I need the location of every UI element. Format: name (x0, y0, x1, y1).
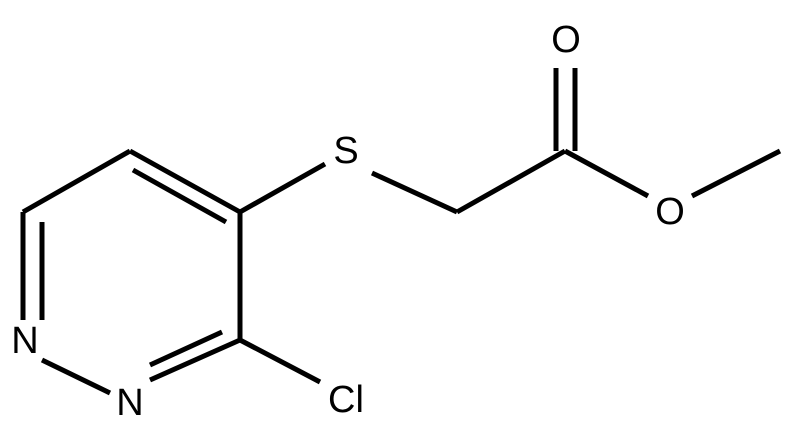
bond-c3-cl (238, 337, 322, 385)
bond-ch2-carbonyl (455, 148, 567, 215)
atom-label-sulfur: S (333, 130, 358, 172)
bond-c5-c4-inner (131, 167, 228, 225)
bond-n2-c3 (148, 337, 242, 383)
atom-label-n-upper: N (11, 320, 38, 362)
atom-label-n-lower: N (116, 382, 143, 424)
bond-c6-c5 (21, 148, 132, 215)
bond-c5-c4 (128, 148, 242, 215)
bond-c4-s (238, 161, 327, 215)
atom-label-ester-oxygen: O (655, 191, 685, 233)
atom-label-chlorine: Cl (328, 379, 364, 421)
bond-s-ch2 (370, 170, 459, 215)
bond-carbonyl-ester-o (563, 148, 650, 199)
bond-n1-n2 (40, 357, 112, 396)
atom-label-carbonyl-oxygen: O (551, 19, 581, 61)
bond-n2-c3-inner (148, 329, 224, 368)
bond-ester-o-methyl (690, 148, 782, 199)
